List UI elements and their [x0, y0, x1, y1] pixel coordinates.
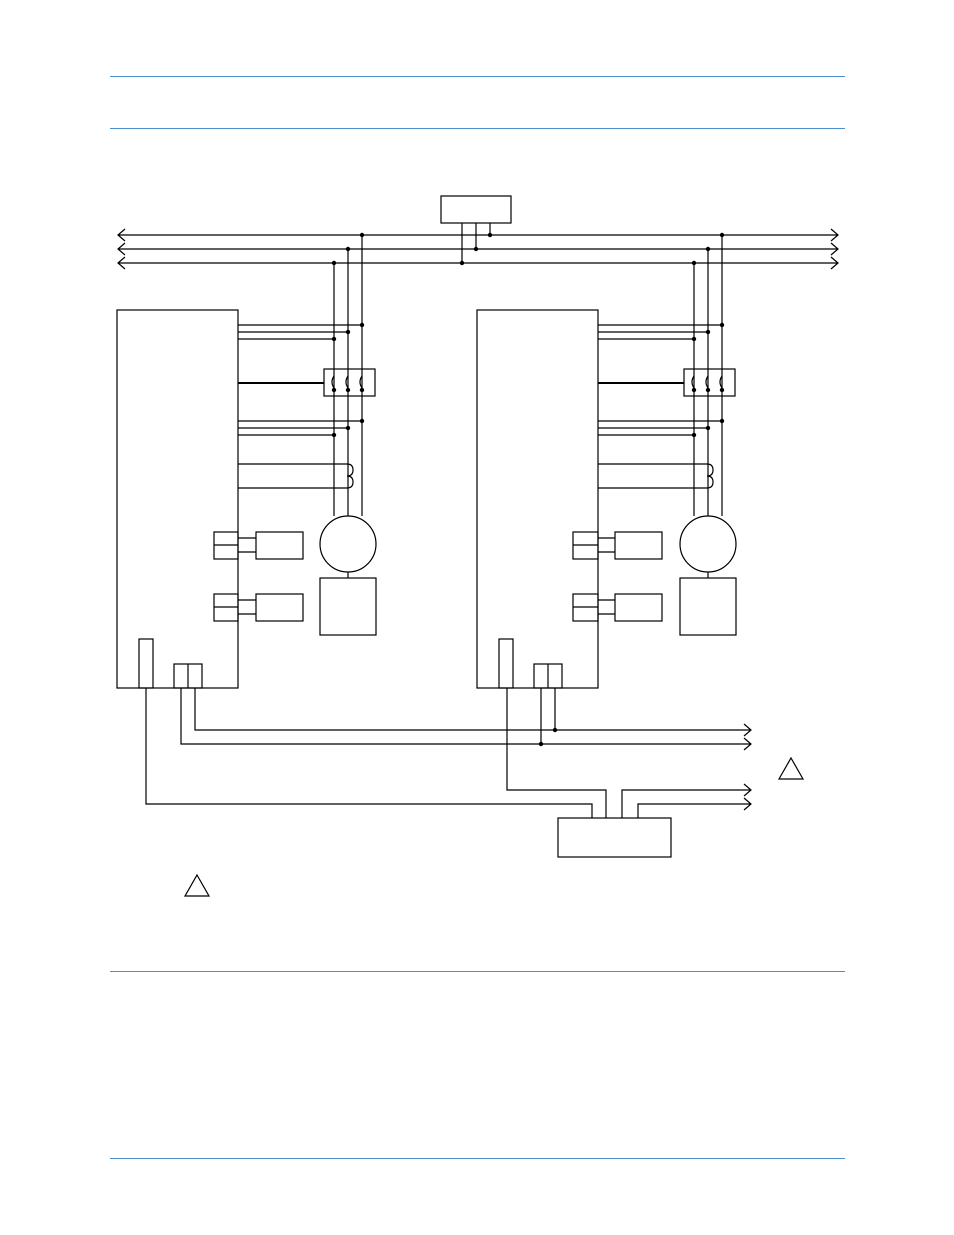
interface-module-box	[557, 817, 672, 858]
controller-box	[476, 309, 599, 689]
bus-arrow-icon	[117, 228, 126, 270]
bus-arrow-icon	[743, 723, 752, 751]
junction-dot-icon	[331, 232, 725, 747]
aux-device	[255, 593, 304, 622]
aux-device	[255, 531, 304, 560]
generator-circle-icon	[679, 515, 737, 573]
current-transformer-coil-icon	[238, 463, 354, 489]
unit-left	[116, 235, 377, 689]
current-sensing-leads	[238, 420, 362, 436]
three-phase-bus	[117, 228, 839, 270]
current-transformer-coil-icon	[598, 463, 714, 489]
aux-device	[614, 593, 663, 622]
bottom-terminal	[138, 638, 154, 689]
voltage-sensing-leads	[598, 324, 722, 340]
header-rule-top	[110, 76, 845, 77]
engine-box	[319, 577, 377, 636]
unit-right	[476, 235, 737, 689]
voltage-sensing-leads	[238, 324, 362, 340]
bus-arrow-icon	[830, 228, 839, 270]
bottom-terminal	[498, 638, 514, 689]
current-sensing-leads	[598, 420, 722, 436]
breaker-contacts	[331, 375, 363, 389]
warning-triangle-icon	[183, 873, 211, 897]
warning-triangle-icon	[777, 756, 805, 780]
breaker-contacts	[691, 375, 723, 389]
sensing-box-taps	[461, 223, 491, 263]
controller-box	[116, 309, 239, 689]
phase-drops	[693, 235, 723, 516]
phase-drops	[333, 235, 363, 516]
header-rule-bottom	[110, 128, 845, 129]
bus-sensing-box	[440, 195, 512, 224]
footer-rule-top	[110, 971, 845, 972]
bus-arrow-icon	[743, 783, 752, 811]
engine-box	[679, 577, 737, 636]
footer-rule-bottom	[110, 1158, 845, 1159]
aux-device	[614, 531, 663, 560]
paralleling-lines	[145, 688, 752, 858]
generator-circle-icon	[319, 515, 377, 573]
